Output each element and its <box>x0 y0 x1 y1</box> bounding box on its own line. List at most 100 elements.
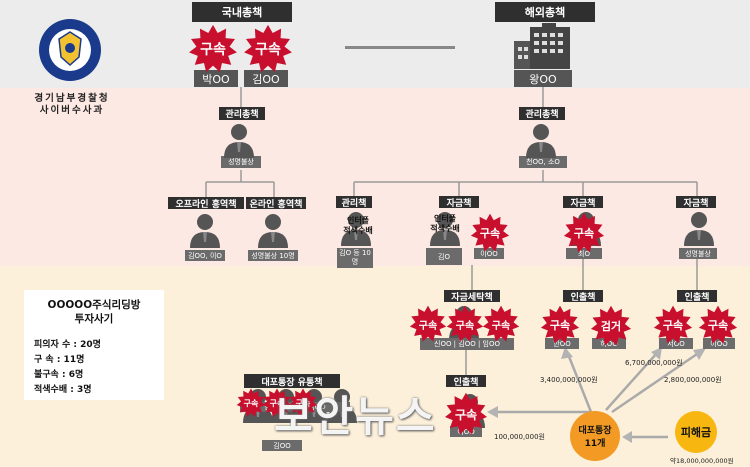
arrest-badge: 구속 <box>698 305 738 345</box>
choi-name: 최O <box>566 248 602 259</box>
person-icon <box>684 212 714 246</box>
badge-label: 구속 <box>418 320 438 332</box>
person-icon <box>190 214 220 248</box>
badge-label: 구속 <box>455 320 475 332</box>
kim-name: 김OO <box>244 70 288 87</box>
starburst-icon <box>590 305 632 346</box>
park-name: 박OO <box>194 70 238 87</box>
red-notice-line2: 적색수배 <box>343 226 373 235</box>
starburst-icon <box>653 305 693 344</box>
starburst-icon <box>244 24 292 73</box>
org-name-line1: 경기남부경찰청 <box>34 93 110 104</box>
starburst-icon <box>482 305 520 342</box>
stat-suspects: 피의자 수 : 20명 <box>34 340 101 350</box>
accounts-line1: 대포통장 <box>578 426 612 436</box>
person-icon <box>341 212 371 246</box>
seong-10-name: 성명불상 10명 <box>248 250 298 261</box>
seo-name: 서OO <box>659 338 693 349</box>
arrest-badge: 구속 <box>288 388 318 418</box>
kim-bottom-name: 김OO <box>262 440 302 451</box>
person-icon <box>258 214 288 248</box>
caught-badge: 검거 <box>590 305 632 347</box>
badge-label: 구속 <box>662 319 684 332</box>
badge-label: 구속 <box>479 227 501 240</box>
fund1-header: 자금책 <box>439 196 479 209</box>
withdraw2-header: 인출책 <box>677 290 717 303</box>
starburst-icon <box>236 388 266 417</box>
arrest-badge: 구속 <box>236 388 266 418</box>
starburst-icon <box>409 305 447 342</box>
stat-arrested: 구 속 : 11명 <box>34 355 85 365</box>
arrest-badge: 구속 <box>470 213 510 253</box>
starburst-icon <box>698 305 738 344</box>
amount-3-4b: 3,400,000,000원 <box>540 376 598 384</box>
person-icon <box>526 124 556 158</box>
starburst-icon <box>446 305 484 342</box>
starburst-icon <box>262 388 292 417</box>
starburst-icon <box>540 305 580 344</box>
badge-label: 구속 <box>295 398 311 408</box>
arrest-badge: 구속 <box>563 212 605 254</box>
lee2-name: 이OO <box>703 338 735 349</box>
starburst-icon <box>189 24 237 73</box>
middle-band <box>0 88 750 266</box>
fund2-header: 자금책 <box>563 196 603 209</box>
red-notice-line1: 인터폴 <box>433 214 457 223</box>
badge-label: 구속 <box>549 319 571 332</box>
starburst-icon <box>563 212 605 253</box>
starburst-icon <box>288 388 318 417</box>
red-notice-line2: 적색수배 <box>430 224 460 233</box>
case-info-box <box>24 290 164 400</box>
arrest-badge: 구속 <box>409 305 447 343</box>
fund1-names: 김O <box>426 248 462 265</box>
amount-100m: 100,000,000원 <box>494 433 545 441</box>
case-title-line1: OOOOO주식리딩방 <box>47 299 141 311</box>
person-icon <box>430 212 460 246</box>
fund-wash-header: 자금세탁책 <box>444 290 500 303</box>
victims-amount: 약18,000,000,000원 <box>670 457 734 465</box>
badge-label: 구속 <box>200 42 226 58</box>
mgmt-names: 김O 등 10명 <box>337 248 373 268</box>
fund1-names2: 이OO <box>474 248 504 259</box>
mgmt-header: 관리책 <box>336 196 372 209</box>
case-title: OOOOO주식리딩방 투자사기 <box>24 298 164 326</box>
domestic-boss-header: 국내총책 <box>192 2 292 22</box>
offline-promo-header: 오프라인 홍역책 <box>168 197 244 210</box>
withdraw1-header: 인출책 <box>563 290 603 303</box>
watermark: 보안뉴스 <box>274 392 437 441</box>
case-title-line2: 투자사기 <box>74 313 114 325</box>
arrest-badge: 구속 <box>482 305 520 343</box>
accounts-circle: 대포통장 11개 <box>570 411 620 461</box>
arrest-badge: 구속 <box>444 392 488 436</box>
victims-label: 피해금 <box>680 426 712 439</box>
arrest-badge: 구속 <box>653 305 693 345</box>
arrest-badge: 구속 <box>262 388 292 418</box>
cheon-name: 천OO, 소O <box>519 156 567 168</box>
badge-label: 구속 <box>243 398 259 408</box>
fund3-header: 자금책 <box>676 196 716 209</box>
police-seal-icon <box>39 19 101 81</box>
han-name: 한OO <box>545 338 579 349</box>
arrest-badge: 구속 <box>446 305 484 343</box>
arrest-badge: 구속 <box>540 305 580 345</box>
withdraw3-header: 인출책 <box>446 375 486 388</box>
org-name-line2: 사이버수사과 <box>39 105 105 116</box>
top-band <box>0 0 750 88</box>
badge-label: 구속 <box>573 227 595 240</box>
badge-label: 검거 <box>600 320 622 333</box>
badge-label: 구속 <box>454 407 478 422</box>
boss-link-line <box>345 46 455 49</box>
badge-label: 구속 <box>491 320 511 332</box>
person-icon <box>224 124 254 158</box>
badge-label: 구속 <box>255 42 281 58</box>
account-dist-header: 대포통장 유통책 <box>244 374 340 388</box>
badge-label: 구속 <box>269 398 285 408</box>
arrest-badge: 구속 <box>243 24 293 74</box>
overseas-boss-header: 해외총책 <box>495 2 595 22</box>
red-notice-line1: 인터폴 <box>346 216 370 225</box>
online-promo-header: 온라인 홍역책 <box>246 197 306 210</box>
heo-name: 허OO <box>592 338 626 349</box>
